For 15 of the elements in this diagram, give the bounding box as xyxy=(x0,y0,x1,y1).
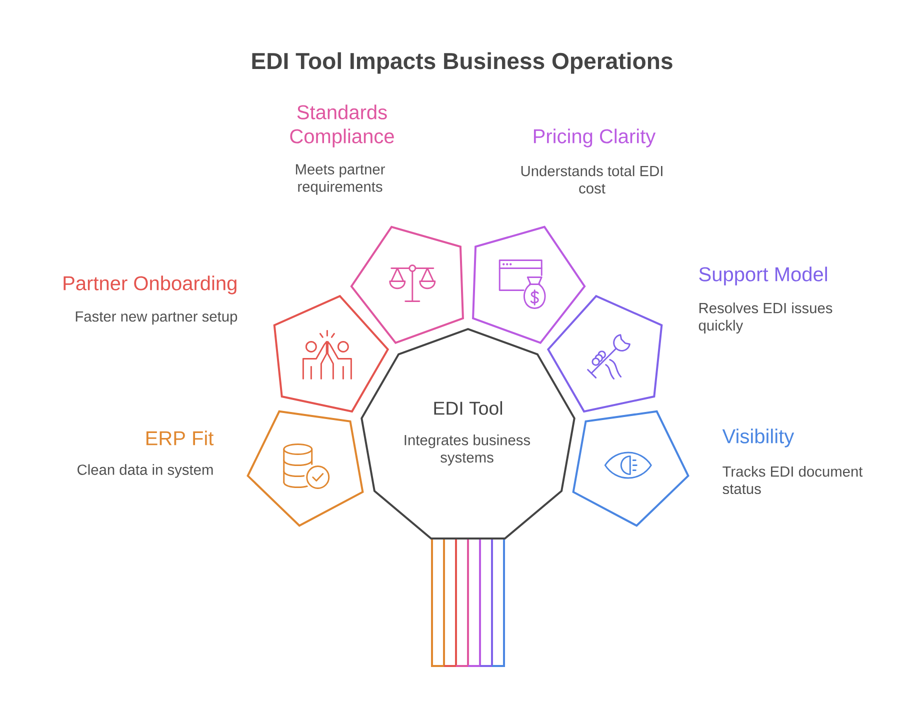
description: Clean data in system xyxy=(78,464,213,478)
heading: Pricing Clarity xyxy=(534,128,656,148)
title: EDI Tool Impacts Business Operations xyxy=(252,52,672,74)
heading: EDI Tool xyxy=(434,401,502,415)
description: Faster new partner setup xyxy=(76,311,238,325)
heading: Support Model xyxy=(699,266,827,286)
heading: Standards Compliance xyxy=(290,104,394,148)
description: Resolves EDI issues quickly xyxy=(698,302,832,334)
description: Meets partner requirements xyxy=(296,164,385,195)
description: Tracks EDI document status xyxy=(722,466,863,494)
description: Integrates business systems xyxy=(404,434,530,466)
description: Understands total EDI cost xyxy=(521,165,662,194)
heading: ERP Fit xyxy=(146,430,214,446)
heading: Visibility xyxy=(722,428,794,448)
heading: Partner Onboarding xyxy=(64,276,236,294)
